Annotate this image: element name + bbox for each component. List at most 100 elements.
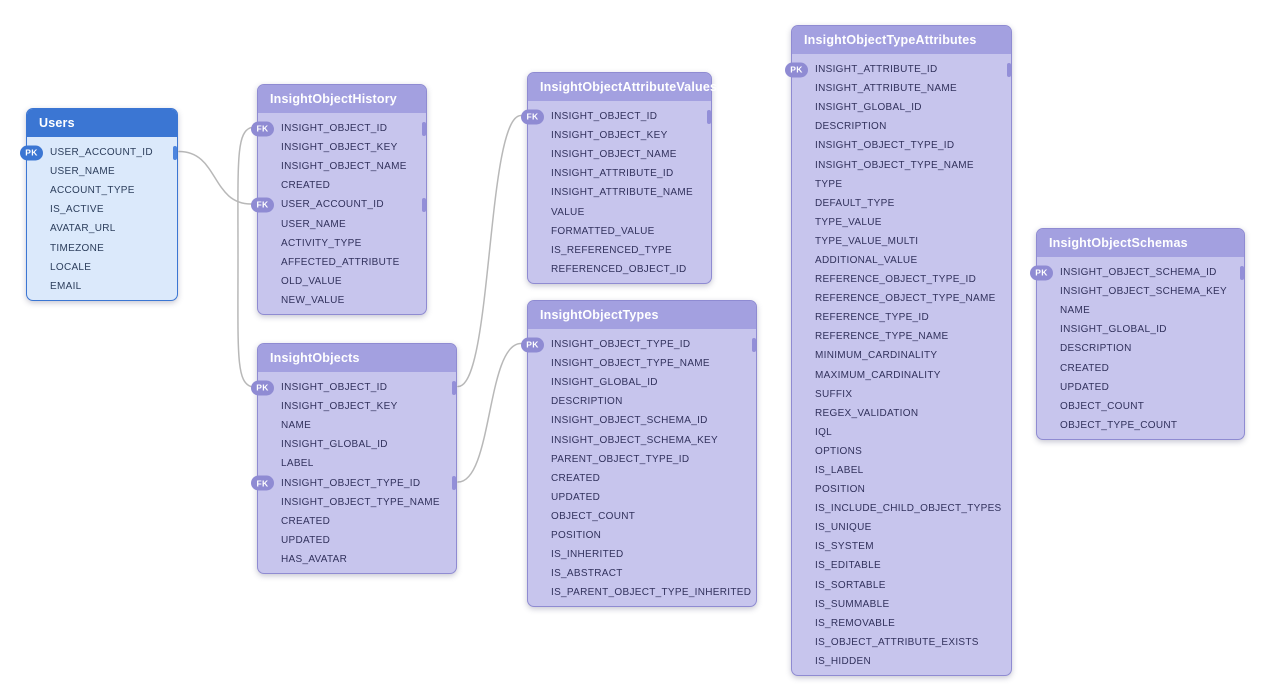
field-is-unique[interactable]: IS_UNIQUE bbox=[792, 518, 1011, 537]
field-insight-global-id[interactable]: INSIGHT_GLOBAL_ID bbox=[528, 373, 756, 392]
field-name[interactable]: NAME bbox=[258, 416, 456, 435]
field-account-type[interactable]: ACCOUNT_TYPE bbox=[27, 181, 177, 200]
field-is-object-attribute-exists[interactable]: IS_OBJECT_ATTRIBUTE_EXISTS bbox=[792, 633, 1011, 652]
field-suffix[interactable]: SUFFIX bbox=[792, 385, 1011, 404]
field-user-name[interactable]: USER_NAME bbox=[258, 214, 426, 233]
field-locale[interactable]: LOCALE bbox=[27, 258, 177, 277]
field-insight-object-type-name[interactable]: INSIGHT_OBJECT_TYPE_NAME bbox=[528, 354, 756, 373]
field-iql[interactable]: IQL bbox=[792, 423, 1011, 442]
field-updated[interactable]: UPDATED bbox=[528, 488, 756, 507]
field-avatar-url[interactable]: AVATAR_URL bbox=[27, 219, 177, 238]
field-created[interactable]: CREATED bbox=[258, 176, 426, 195]
field-parent-object-type-id[interactable]: PARENT_OBJECT_TYPE_ID bbox=[528, 450, 756, 469]
field-is-summable[interactable]: IS_SUMMABLE bbox=[792, 595, 1011, 614]
field-insight-global-id[interactable]: INSIGHT_GLOBAL_ID bbox=[1037, 320, 1244, 339]
field-is-sortable[interactable]: IS_SORTABLE bbox=[792, 576, 1011, 595]
table-header[interactable]: InsightObjects bbox=[258, 344, 456, 372]
table-header[interactable]: InsightObjectAttributeValues bbox=[528, 73, 717, 101]
field-reference-type-id[interactable]: REFERENCE_TYPE_ID bbox=[792, 308, 1011, 327]
field-timezone[interactable]: TIMEZONE bbox=[27, 238, 177, 257]
field-insight-attribute-name[interactable]: INSIGHT_ATTRIBUTE_NAME bbox=[528, 183, 711, 202]
table-header[interactable]: InsightObjectSchemas bbox=[1037, 229, 1244, 257]
table-header[interactable]: InsightObjectHistory bbox=[258, 85, 426, 113]
field-referenced-object-id[interactable]: REFERENCED_OBJECT_ID bbox=[528, 260, 711, 279]
field-is-hidden[interactable]: IS_HIDDEN bbox=[792, 652, 1011, 671]
relationship-line[interactable] bbox=[237, 126, 252, 388]
field-label[interactable]: LABEL bbox=[258, 454, 456, 473]
field-insight-object-key[interactable]: INSIGHT_OBJECT_KEY bbox=[258, 138, 426, 157]
field-insight-object-type-name[interactable]: INSIGHT_OBJECT_TYPE_NAME bbox=[792, 155, 1011, 174]
table-header[interactable]: InsightObjectTypeAttributes bbox=[792, 26, 1011, 54]
field-is-include-child-object-types[interactable]: IS_INCLUDE_CHILD_OBJECT_TYPES bbox=[792, 499, 1011, 518]
table-header[interactable]: InsightObjectTypes bbox=[528, 301, 756, 329]
relationship-line[interactable] bbox=[457, 114, 522, 388]
field-is-inherited[interactable]: IS_INHERITED bbox=[528, 545, 756, 564]
relationship-line[interactable] bbox=[457, 342, 522, 483]
field-object-count[interactable]: OBJECT_COUNT bbox=[528, 507, 756, 526]
field-is-editable[interactable]: IS_EDITABLE bbox=[792, 556, 1011, 575]
field-insight-object-key[interactable]: INSIGHT_OBJECT_KEY bbox=[258, 397, 456, 416]
field-reference-object-type-id[interactable]: REFERENCE_OBJECT_TYPE_ID bbox=[792, 270, 1011, 289]
field-created[interactable]: CREATED bbox=[258, 512, 456, 531]
field-insight-object-type-id[interactable]: INSIGHT_OBJECT_TYPE_ID bbox=[792, 136, 1011, 155]
table-header[interactable]: Users bbox=[27, 109, 177, 137]
field-value[interactable]: VALUE bbox=[528, 202, 711, 221]
field-type-value-multi[interactable]: TYPE_VALUE_MULTI bbox=[792, 232, 1011, 251]
field-insight-object-schema-key[interactable]: INSIGHT_OBJECT_SCHEMA_KEY bbox=[528, 430, 756, 449]
field-is-system[interactable]: IS_SYSTEM bbox=[792, 537, 1011, 556]
field-user-name[interactable]: USER_NAME bbox=[27, 162, 177, 181]
field-type[interactable]: TYPE bbox=[792, 175, 1011, 194]
field-old-value[interactable]: OLD_VALUE bbox=[258, 272, 426, 291]
field-object-count[interactable]: OBJECT_COUNT bbox=[1037, 397, 1244, 416]
field-is-label[interactable]: IS_LABEL bbox=[792, 461, 1011, 480]
field-is-parent-object-type-inherited[interactable]: IS_PARENT_OBJECT_TYPE_INHERITED bbox=[528, 583, 756, 602]
field-updated[interactable]: UPDATED bbox=[258, 531, 456, 550]
field-created[interactable]: CREATED bbox=[1037, 358, 1244, 377]
field-formatted-value[interactable]: FORMATTED_VALUE bbox=[528, 222, 711, 241]
field-regex-validation[interactable]: REGEX_VALIDATION bbox=[792, 404, 1011, 423]
field-reference-object-type-name[interactable]: REFERENCE_OBJECT_TYPE_NAME bbox=[792, 289, 1011, 308]
field-insight-object-name[interactable]: INSIGHT_OBJECT_NAME bbox=[528, 145, 711, 164]
field-insight-object-schema-id[interactable]: INSIGHT_OBJECT_SCHEMA_ID bbox=[528, 411, 756, 430]
field-insight-attribute-id[interactable]: INSIGHT_ATTRIBUTE_ID bbox=[528, 164, 711, 183]
field-affected-attribute[interactable]: AFFECTED_ATTRIBUTE bbox=[258, 253, 426, 272]
field-is-removable[interactable]: IS_REMOVABLE bbox=[792, 614, 1011, 633]
field-email[interactable]: EMAIL bbox=[27, 277, 177, 296]
field-default-type[interactable]: DEFAULT_TYPE bbox=[792, 194, 1011, 213]
field-is-referenced-type[interactable]: IS_REFERENCED_TYPE bbox=[528, 241, 711, 260]
field-insight-object-name[interactable]: INSIGHT_OBJECT_NAME bbox=[258, 157, 426, 176]
field-updated[interactable]: UPDATED bbox=[1037, 378, 1244, 397]
field-description[interactable]: DESCRIPTION bbox=[1037, 339, 1244, 358]
field-position[interactable]: POSITION bbox=[528, 526, 756, 545]
field-insight-attribute-name[interactable]: INSIGHT_ATTRIBUTE_NAME bbox=[792, 79, 1011, 98]
field-type-value[interactable]: TYPE_VALUE bbox=[792, 213, 1011, 232]
field-new-value[interactable]: NEW_VALUE bbox=[258, 291, 426, 310]
field-insight-object-type-name[interactable]: INSIGHT_OBJECT_TYPE_NAME bbox=[258, 493, 456, 512]
field-has-avatar[interactable]: HAS_AVATAR bbox=[258, 550, 456, 569]
field-description[interactable]: DESCRIPTION bbox=[528, 392, 756, 411]
field-insight-object-schema-key[interactable]: INSIGHT_OBJECT_SCHEMA_KEY bbox=[1037, 282, 1244, 301]
field-additional-value[interactable]: ADDITIONAL_VALUE bbox=[792, 251, 1011, 270]
field-description[interactable]: DESCRIPTION bbox=[792, 117, 1011, 136]
field-object-type-count[interactable]: OBJECT_TYPE_COUNT bbox=[1037, 416, 1244, 435]
field-insight-global-id[interactable]: INSIGHT_GLOBAL_ID bbox=[258, 435, 456, 454]
field-is-active[interactable]: IS_ACTIVE bbox=[27, 200, 177, 219]
field-activity-type[interactable]: ACTIVITY_TYPE bbox=[258, 234, 426, 253]
field-created[interactable]: CREATED bbox=[528, 469, 756, 488]
relationship-line[interactable] bbox=[178, 150, 252, 205]
field-insight-global-id[interactable]: INSIGHT_GLOBAL_ID bbox=[792, 98, 1011, 117]
